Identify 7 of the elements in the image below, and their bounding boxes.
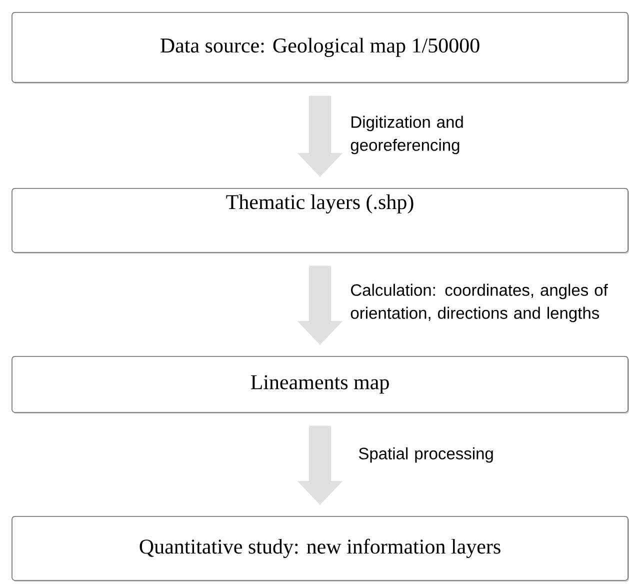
edge-label: Calculation: coordinates, angles of orientation, directions and lengths xyxy=(350,284,608,322)
edge-label: Spatial processing xyxy=(358,447,493,463)
process-box: Lineaments map xyxy=(12,356,629,414)
edge-label: Digitization and georeferencing xyxy=(350,116,463,154)
process-box: Data source: Geological map 1/50000 xyxy=(12,12,629,84)
process-box: Thematic layers (.shp) xyxy=(12,188,629,254)
process-box: Quantitative study: new information layers xyxy=(12,516,629,582)
